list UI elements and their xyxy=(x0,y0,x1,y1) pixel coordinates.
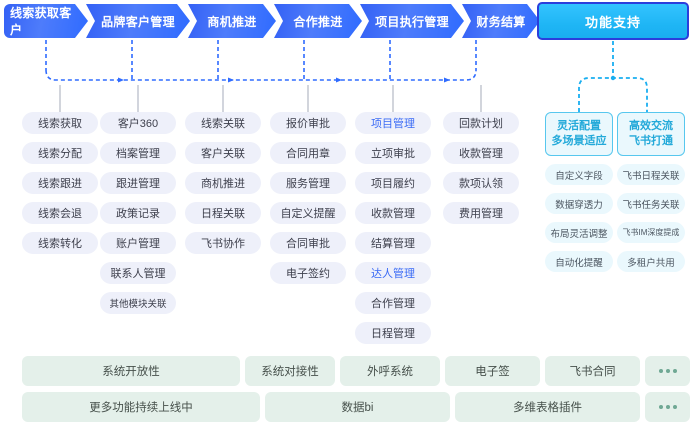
stage-chip-label: 商机推进 xyxy=(207,14,257,29)
bottom-bar[interactable]: 电子签 xyxy=(445,356,540,386)
stage-chip-label: 合作推进 xyxy=(293,14,343,29)
support-pill-item[interactable]: 飞书日程关联 xyxy=(617,164,685,185)
pill-item[interactable]: 回款计划 xyxy=(443,112,519,134)
bottom-bar-label: 多维表格插件 xyxy=(513,402,582,414)
pill-item[interactable]: 项目管理 xyxy=(355,112,431,134)
pill-item[interactable]: 达人管理 xyxy=(355,262,431,284)
ellipsis-icon xyxy=(658,369,677,373)
pill-item[interactable]: 款项认领 xyxy=(443,172,519,194)
support-pill-item[interactable]: 多租户共用 xyxy=(617,251,685,272)
pill-item[interactable]: 项目履约 xyxy=(355,172,431,194)
pill-item[interactable]: 收款管理 xyxy=(355,202,431,224)
pill-item[interactable]: 线索关联 xyxy=(185,112,261,134)
pill-item[interactable]: 联系人管理 xyxy=(100,262,176,284)
pill-item[interactable]: 跟进管理 xyxy=(100,172,176,194)
pill-item[interactable]: 收款管理 xyxy=(443,142,519,164)
bottom-bar-label: 外呼系统 xyxy=(367,366,413,378)
bottom-bar[interactable]: 系统对接性 xyxy=(245,356,335,386)
column-drop-wires xyxy=(59,85,482,112)
support-pill-item[interactable]: 飞书IM深度提成 xyxy=(617,222,685,243)
pill-item[interactable]: 服务管理 xyxy=(270,172,346,194)
pill-item[interactable]: 日程管理 xyxy=(355,322,431,344)
pill-item[interactable]: 账户管理 xyxy=(100,232,176,254)
stage-chip-4[interactable]: 项目执行管理 xyxy=(360,4,464,38)
support-column-header[interactable]: 高效交流飞书打通 xyxy=(617,112,685,156)
bottom-bar-label: 电子签 xyxy=(475,366,510,378)
pill-item[interactable]: 电子签约 xyxy=(270,262,346,284)
pill-item[interactable]: 线索会退 xyxy=(22,202,98,224)
pill-item[interactable]: 合同审批 xyxy=(270,232,346,254)
bottom-bar-more[interactable] xyxy=(645,392,690,422)
bottom-bar-label: 飞书合同 xyxy=(569,366,616,378)
stage-chip-5[interactable]: 财务结算 xyxy=(462,4,540,38)
bottom-bar[interactable]: 更多功能持续上线中 xyxy=(22,392,260,422)
pill-item[interactable]: 政策记录 xyxy=(100,202,176,224)
pill-item[interactable]: 档案管理 xyxy=(100,142,176,164)
support-wires xyxy=(578,41,648,112)
support-header-label: 功能支持 xyxy=(584,14,641,30)
pill-item[interactable]: 其他模块关联 xyxy=(100,292,176,314)
stage-chip-label: 财务结算 xyxy=(476,14,526,29)
stage-chip-label: 品牌客户管理 xyxy=(101,14,175,29)
pill-item[interactable]: 费用管理 xyxy=(443,202,519,224)
bottom-bar-more[interactable] xyxy=(645,356,690,386)
column-project-execution: 项目管理立项审批项目履约收款管理结算管理达人管理合作管理日程管理 xyxy=(355,112,431,352)
stage-down-wires xyxy=(45,40,477,80)
support-pill-item[interactable]: 飞书任务关联 xyxy=(617,193,685,214)
bottom-bar-label: 数据bi xyxy=(341,402,374,414)
pill-item[interactable]: 合作管理 xyxy=(355,292,431,314)
stage-arrow-marks xyxy=(118,77,450,83)
bottom-bar[interactable]: 飞书合同 xyxy=(545,356,640,386)
pill-item[interactable]: 客户关联 xyxy=(185,142,261,164)
pill-item[interactable]: 线索获取 xyxy=(22,112,98,134)
column-brand-customer: 客户360 档案管理跟进管理政策记录账户管理联系人管理其他模块关联 xyxy=(100,112,176,322)
support-header-line: 多场景适应 xyxy=(551,135,607,147)
bottom-bar-label: 系统对接性 xyxy=(261,366,319,378)
bottom-bar-label: 系统开放性 xyxy=(102,366,160,378)
support-pill-item[interactable]: 布局灵活调整 xyxy=(545,222,613,243)
support-header-line: 飞书打通 xyxy=(629,135,673,147)
column-cooperation: 报价审批合同用章服务管理自定义提醒合同审批电子签约 xyxy=(270,112,346,292)
support-header-box[interactable]: 功能支持 xyxy=(537,2,689,40)
support-pill-item[interactable]: 自动化提醒 xyxy=(545,251,613,272)
bottom-bar[interactable]: 外呼系统 xyxy=(340,356,440,386)
pill-item[interactable]: 立项审批 xyxy=(355,142,431,164)
stage-chip-label: 项目执行管理 xyxy=(375,14,449,29)
pill-item[interactable]: 线索转化 xyxy=(22,232,98,254)
stage-bus-wire xyxy=(45,69,477,81)
pill-item[interactable]: 结算管理 xyxy=(355,232,431,254)
ellipsis-icon xyxy=(658,405,677,409)
pill-item[interactable]: 飞书协作 xyxy=(185,232,261,254)
pill-item[interactable]: 报价审批 xyxy=(270,112,346,134)
pill-item[interactable]: 自定义提醒 xyxy=(270,202,346,224)
column-opportunity: 线索关联客户关联商机推进日程关联飞书协作 xyxy=(185,112,261,262)
bottom-bar[interactable]: 多维表格插件 xyxy=(455,392,640,422)
bottom-bar[interactable]: 系统开放性 xyxy=(22,356,240,386)
stage-chip-label: 线索获取客户 xyxy=(10,6,72,37)
support-column-header[interactable]: 灵活配置多场景适应 xyxy=(545,112,613,156)
stage-chip-3[interactable]: 合作推进 xyxy=(274,4,362,38)
support-column-feishu-integration: 高效交流飞书打通飞书日程关联飞书任务关联飞书IM深度提成多租户共用 xyxy=(617,112,685,280)
support-pill-item[interactable]: 自定义字段 xyxy=(545,164,613,185)
support-junction-dot xyxy=(610,75,616,81)
stage-chip-2[interactable]: 商机推进 xyxy=(188,4,276,38)
column-finance-settlement: 回款计划收款管理款项认领费用管理 xyxy=(443,112,519,232)
support-column-flexible-config: 灵活配置多场景适应自定义字段数据穿透力布局灵活调整自动化提醒 xyxy=(545,112,613,280)
pill-item[interactable]: 客户360 xyxy=(100,112,176,134)
pill-item[interactable]: 线索分配 xyxy=(22,142,98,164)
stage-chip-1[interactable]: 品牌客户管理 xyxy=(86,4,190,38)
bottom-bar-label: 更多功能持续上线中 xyxy=(89,402,193,414)
column-lead-acquisition: 线索获取线索分配线索跟进线索会退线索转化 xyxy=(22,112,98,262)
pill-item[interactable]: 线索跟进 xyxy=(22,172,98,194)
pill-item[interactable]: 合同用章 xyxy=(270,142,346,164)
pill-item[interactable]: 商机推进 xyxy=(185,172,261,194)
support-pill-item[interactable]: 数据穿透力 xyxy=(545,193,613,214)
stage-chip-0[interactable]: 线索获取客户 xyxy=(4,4,88,38)
support-header-line: 灵活配置 xyxy=(557,120,601,132)
bottom-bar[interactable]: 数据bi xyxy=(265,392,450,422)
support-header-line: 高效交流 xyxy=(629,120,673,132)
pill-item[interactable]: 日程关联 xyxy=(185,202,261,224)
